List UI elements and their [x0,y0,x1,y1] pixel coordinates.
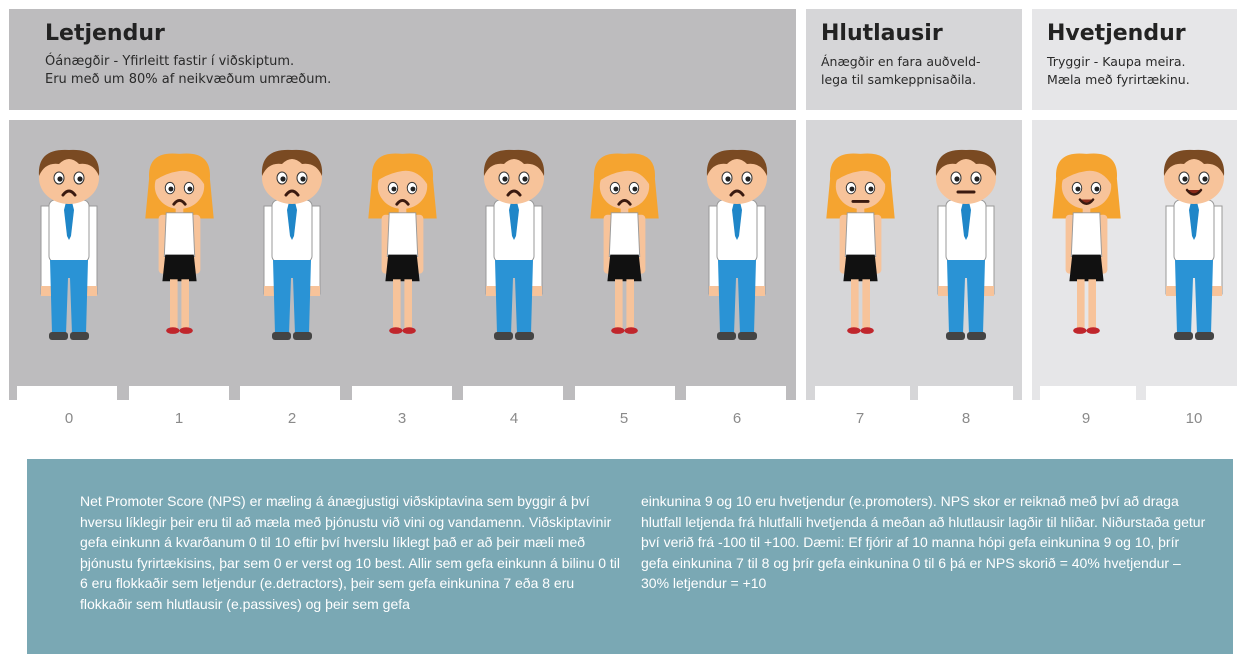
passives-description: Ánægðir en fara auðveld- lega til samkep… [821,53,981,89]
score-label: 3 [397,410,407,427]
score-label: 0 [64,410,74,427]
score-label: 8 [961,410,971,427]
woman-icon [825,153,895,334]
score-label: 7 [855,410,865,427]
detractors-title: Letjendur [45,21,165,46]
man-icon [706,149,768,340]
figure-man-sad [242,144,342,348]
score-label: 9 [1081,410,1091,427]
figure-woman-sad [132,152,227,346]
promoters-desc-line2: Mæla með fyrirtækinu. [1047,72,1190,87]
scale-tab [686,386,786,400]
figure-woman-sad [577,152,672,346]
promoters-description: Tryggir - Kaupa meira. Mæla með fyrirtæk… [1047,53,1190,89]
woman-icon [1051,153,1121,334]
man-icon [1163,149,1225,340]
info-text-column-1: Net Promoter Score (NPS) er mæling á ánæ… [80,493,621,612]
detractors-header: Letjendur Óánægðir - Yfirleitt fastir í … [9,9,796,110]
figure-man-neutral [916,144,1016,348]
man-icon [935,149,997,340]
woman-icon [367,153,437,334]
man-icon [38,149,100,340]
scale-tab [129,386,229,400]
score-label: 4 [509,410,519,427]
scale-tab [240,386,340,400]
score-label: 2 [287,410,297,427]
figure-man-sad [464,144,564,348]
figure-woman-happy [1039,152,1134,346]
promoters-desc-line1: Tryggir - Kaupa meira. [1047,54,1186,69]
score-label: 6 [732,410,742,427]
score-label: 10 [1185,410,1203,427]
detractors-desc-line1: Óánægðir - Yfirleitt fastir í viðskiptum… [45,54,295,69]
score-label: 5 [619,410,629,427]
passives-title: Hlutlausir [821,21,943,46]
figure-woman-sad [355,152,450,346]
man-icon [261,149,323,340]
scale-tab [918,386,1013,400]
figure-man-sad [19,144,119,348]
scale-tab [575,386,675,400]
nps-info-box: Net Promoter Score (NPS) er mæling á ánæ… [27,459,1233,654]
woman-icon [144,153,214,334]
score-label: 1 [174,410,184,427]
figure-woman-neutral [813,152,908,346]
passives-desc-line2: lega til samkeppnisaðila. [821,72,977,87]
detractors-description: Óánægðir - Yfirleitt fastir í viðskiptum… [45,53,331,89]
passives-header: Hlutlausir Ánægðir en fara auðveld- lega… [806,9,1022,110]
figure-man-happy [1144,144,1237,348]
detractors-desc-line2: Eru með um 80% af neikvæðum umræðum. [45,72,332,87]
passives-desc-line1: Ánægðir en fara auðveld- [821,54,981,69]
scale-tab [17,386,117,400]
scale-tab [1040,386,1136,400]
man-icon [483,149,545,340]
scale-tab [1146,386,1237,400]
promoters-title: Hvetjendur [1047,21,1186,46]
scale-tab [352,386,452,400]
scale-tab [815,386,910,400]
info-text-column-2: einkunina 9 og 10 eru hvetjendur (e.prom… [641,493,1206,591]
promoters-header: Hvetjendur Tryggir - Kaupa meira. Mæla m… [1032,9,1237,110]
woman-icon [589,153,659,334]
scale-tab [463,386,563,400]
figure-man-sad [687,144,787,348]
